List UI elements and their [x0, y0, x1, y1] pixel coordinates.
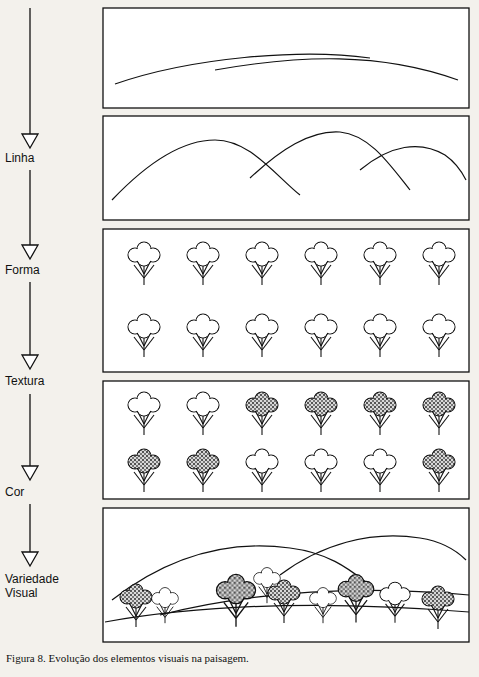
element-label: Variedade Visual — [4, 572, 86, 600]
element-label: Linha — [4, 151, 35, 165]
panel-frame — [103, 8, 469, 642]
form-panel — [112, 132, 466, 200]
element-label: Cor — [4, 485, 25, 499]
figure-caption: Figura 8. Evolução dos elementos visuais… — [6, 652, 249, 664]
variety-panel — [105, 536, 469, 629]
texture-panel — [128, 242, 455, 357]
arrow-chain — [22, 8, 38, 566]
color-panel — [128, 392, 455, 492]
element-label: Textura — [4, 374, 45, 388]
element-label: Forma — [4, 263, 41, 277]
line-panel — [115, 54, 458, 84]
